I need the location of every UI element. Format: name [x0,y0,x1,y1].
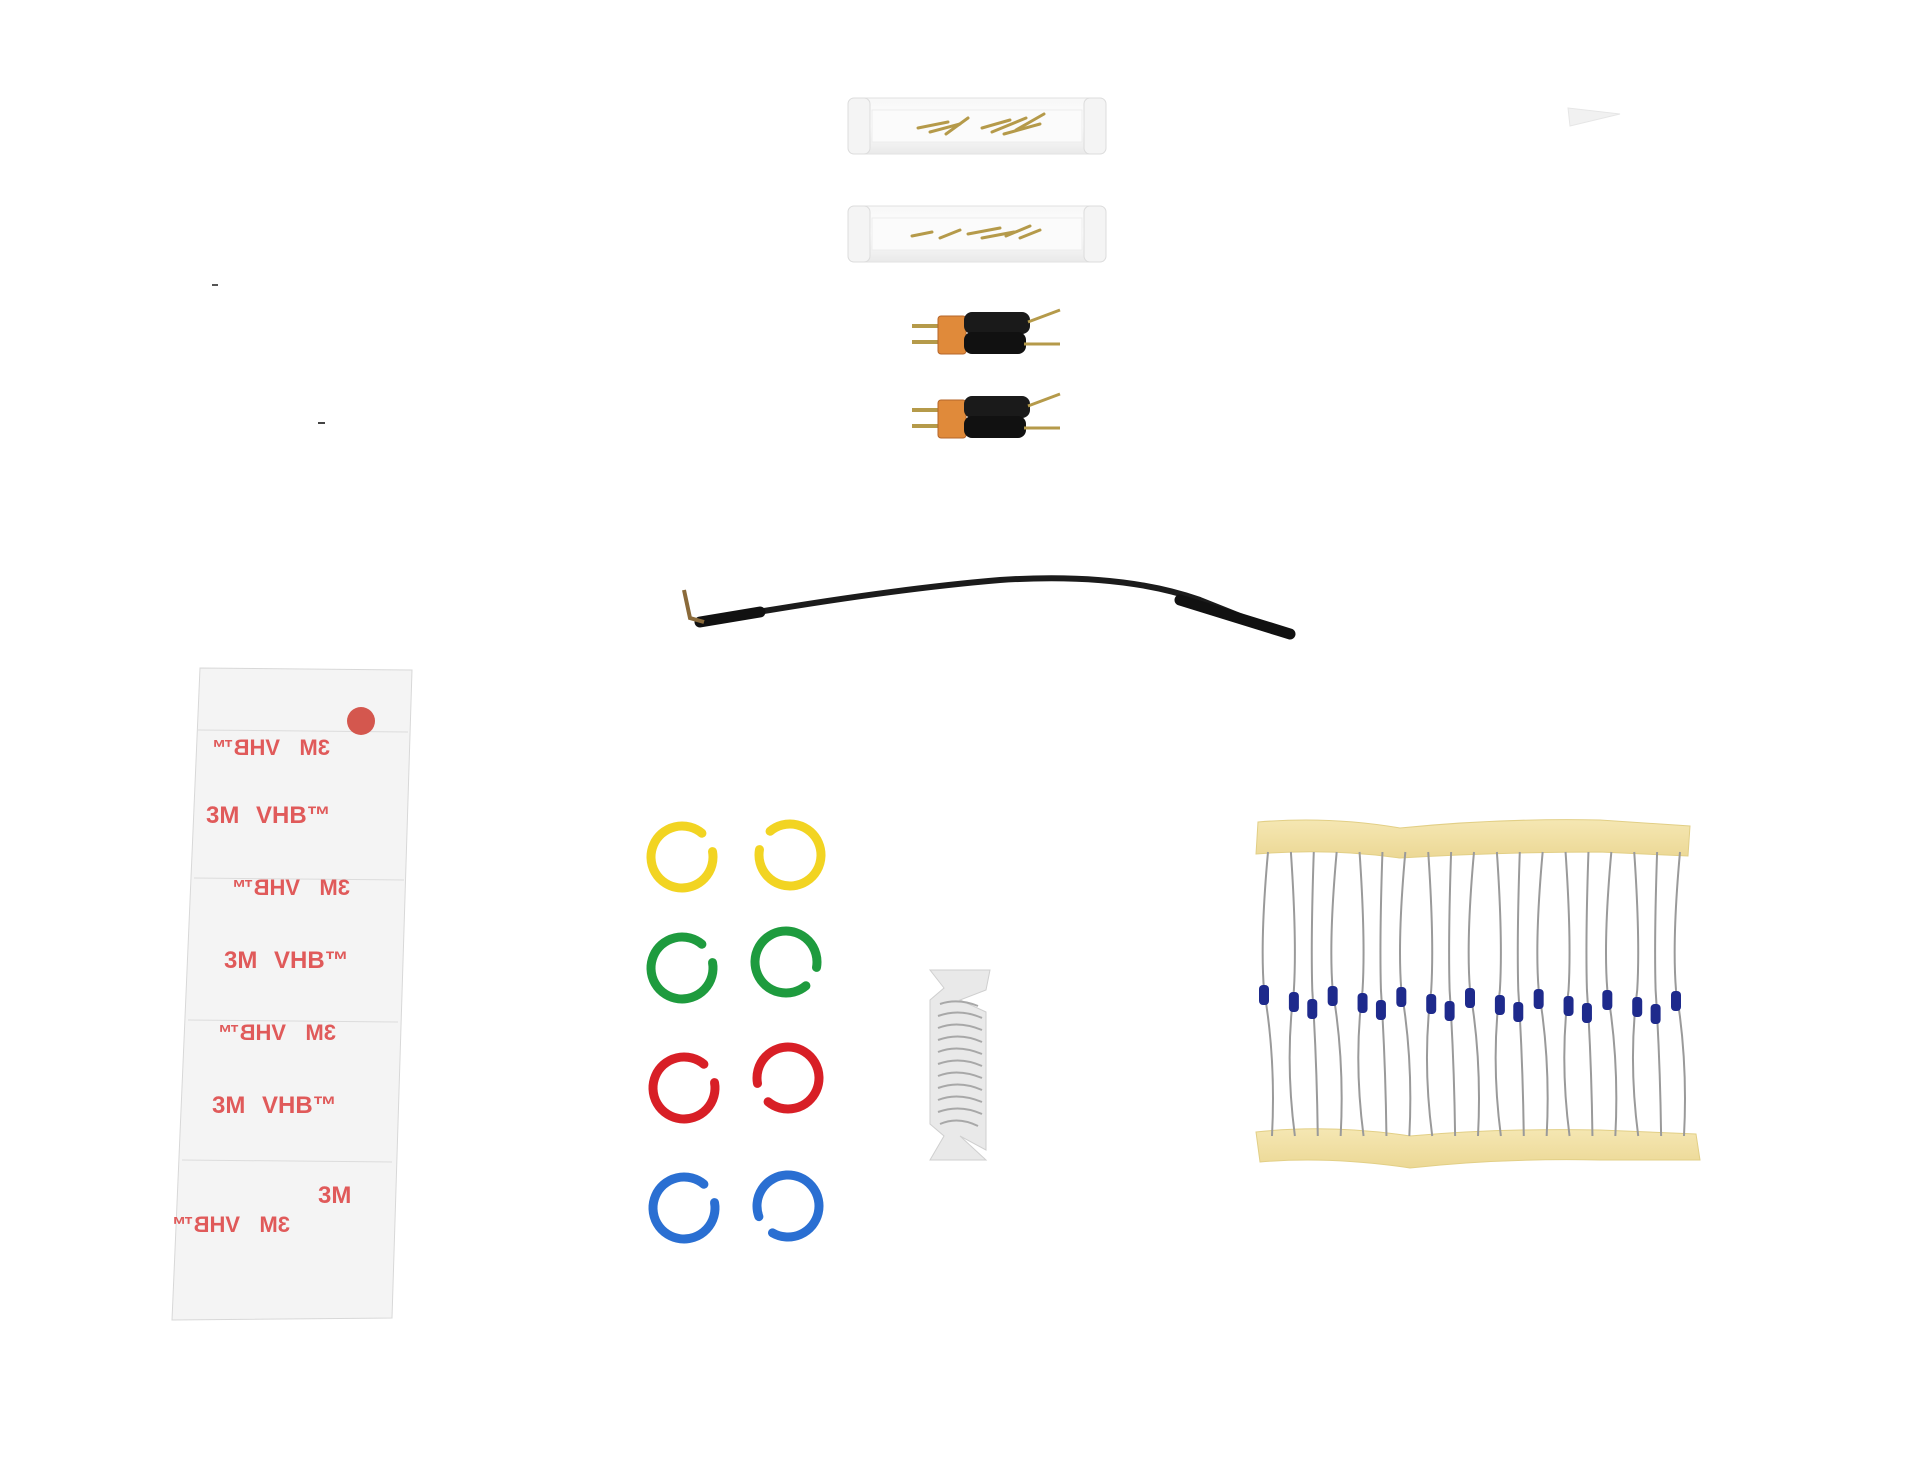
tape-bottom [1255,1128,1701,1169]
resistor-body [1563,996,1574,1016]
resistor-lead [1563,851,1571,1137]
adhesive-brand-label: 3M [318,1182,351,1209]
tether-cable [682,575,1296,640]
color-ring [752,1042,824,1114]
adhesive-product-label: VHB™ [262,1092,337,1119]
adhesive-brand-label: 3M [206,802,239,829]
color-ring [754,819,826,891]
probe-connector-bottom [912,392,1061,439]
resistor-body [1632,997,1643,1017]
resistor-body [1602,990,1613,1010]
resistor-lead [1288,851,1296,1137]
speck [318,422,325,424]
color-ring [750,926,822,998]
adhesive-product-label-mirrored: VHB™ [212,735,280,760]
resistor-lead [1516,851,1525,1137]
color-ring [648,1052,720,1124]
taped-resistor-strip [1255,819,1701,1169]
adhesive-product-label-mirrored: VHB™ [232,875,300,900]
tape-top [1255,819,1691,859]
adhesive-product-label: VHB™ [274,947,349,974]
pin-tube-top [847,97,1107,155]
wire-spool-card [928,969,991,1161]
resistor-lead [1310,851,1319,1137]
resistor-lead [1631,851,1640,1137]
resistor-body [1465,988,1475,1008]
resistor-body [1513,1002,1524,1022]
resistor-body [1327,986,1338,1006]
adhesive-brand-label-mirrored: 3M [305,1020,336,1045]
resistor-body [1581,1003,1592,1023]
speck [212,284,218,286]
adhesive-product-label: VHB™ [256,802,331,829]
resistor-body [1307,999,1318,1019]
adhesive-brand-label-mirrored: 3M [319,875,350,900]
adhesive-brand-label-mirrored: 3M [299,735,330,760]
color-ring [648,1172,720,1244]
adhesive-product-label-mirrored: VHB™ [172,1212,240,1237]
resistor-lead [1379,851,1388,1137]
color-ring [646,821,718,893]
resistor-body [1533,989,1544,1009]
adhesive-strip-sheet: 3M VHB™ 3M VHB™ 3M VHB™ 3M 3M VHB™ 3M VH… [171,667,413,1321]
adhesive-brand-label: 3M [212,1092,245,1119]
resistor-body [1357,993,1368,1013]
small-white-tab [1567,107,1621,127]
color-rings [646,819,826,1244]
adhesive-brand-label: 3M [224,947,257,974]
resistor-body [1671,991,1681,1011]
resistor-lead [1654,851,1663,1137]
resistor-body [1444,1001,1455,1021]
resistor-body [1396,987,1407,1007]
resistor-body [1375,1000,1386,1020]
resistor-body [1288,992,1299,1012]
color-ring [646,932,718,1004]
resistor-group [1259,851,1686,1137]
pin-tube-bottom [847,205,1107,263]
adhesive-brand-label-mirrored: 3M [259,1212,290,1237]
resistor-lead [1585,851,1594,1137]
resistor-lead [1448,851,1457,1137]
resistor-body [1494,995,1505,1015]
resistor-lead [1673,851,1686,1137]
color-ring [752,1170,824,1242]
resistor-lead [1425,851,1434,1137]
resistor-body [1426,994,1437,1014]
adhesive-product-label-mirrored: VHB™ [218,1020,286,1045]
resistor-lead [1494,851,1502,1137]
probe-connector-top [912,308,1061,355]
resistor-body [1650,1004,1661,1024]
resistor-lead [1357,851,1365,1137]
red-dot [347,707,375,735]
resistor-body [1259,985,1269,1005]
